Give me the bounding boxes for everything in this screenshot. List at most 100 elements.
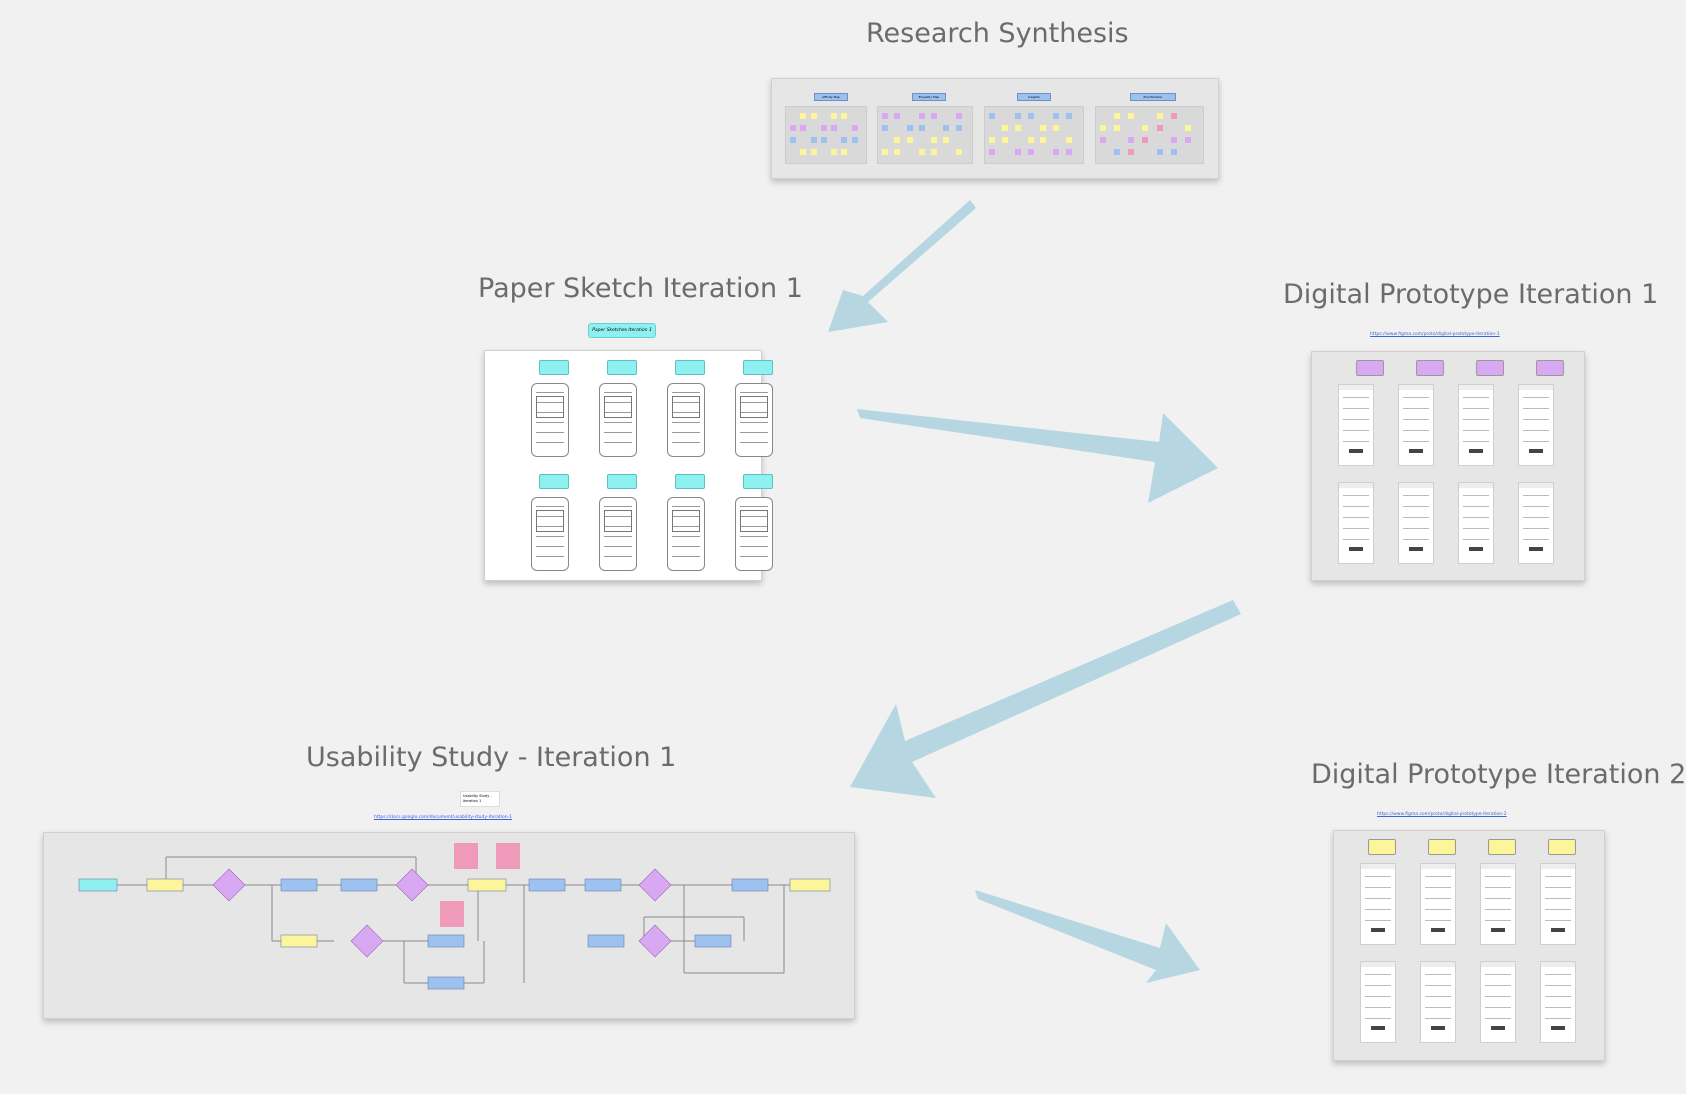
sticky-note [918,113,925,119]
sticky-note [1114,125,1121,131]
digital-prototype-1-title: Digital Prototype Iteration 1 [1283,279,1659,310]
digital-prototype-2-board[interactable] [1333,830,1605,1061]
sketch-note [607,474,637,489]
sticky-note [820,125,827,131]
research-board-4 [1095,106,1204,164]
user-flow-diagram [78,843,831,990]
research-board-label: Empathy Map [912,93,946,101]
usability-study-link[interactable]: https://docs.google.com/document/usabili… [374,815,513,820]
sticky-note [1114,149,1121,155]
sticky-note [906,125,913,131]
user-flow-board[interactable] [43,832,855,1019]
phone-sketch [531,497,569,571]
sticky-note [831,125,838,131]
sticky-note [1100,125,1106,131]
prototype-screen [1338,384,1374,466]
sticky-note [1014,125,1021,131]
sticky-note [989,137,995,143]
sticky-note [1128,113,1135,119]
flow-decision [395,868,429,902]
phone-sketch [599,497,637,571]
sticky-note [1184,125,1191,131]
research-board-label: Insights [1017,93,1051,101]
prototype-screen [1420,863,1456,945]
sticky-note [1053,125,1060,131]
sticky-note [810,137,817,143]
arrow-research-to-sketch [828,200,976,332]
flow-step [427,976,465,990]
sticky-note [831,149,838,155]
sticky-note [1128,137,1135,143]
flow-step [280,934,318,948]
flow-step [587,934,625,948]
flow-decision [350,924,384,958]
flow-step [146,878,184,892]
flow-step [78,878,118,892]
sticky-note [800,149,807,155]
sticky-note [800,125,807,131]
sticky-note [1014,113,1021,119]
sticky-note [943,125,950,131]
flow-decision [212,868,246,902]
flow-step [731,878,769,892]
prototype-1-link[interactable]: https://www.figma.com/proto/digital-prot… [1370,332,1500,337]
sticky-note [810,113,817,119]
sticky-note [989,149,995,155]
sketch-note [675,474,705,489]
prototype-2-link[interactable]: https://www.figma.com/proto/digital-prot… [1377,812,1507,817]
sticky-note [851,125,858,131]
research-board-label: Prioritization [1130,93,1176,101]
annotation-note [1536,360,1564,376]
sticky-note [1142,125,1149,131]
prototype-screen [1480,961,1516,1043]
phone-sketch [599,383,637,457]
sticky-note [841,137,848,143]
sticky-note [918,149,925,155]
sketch-note [743,360,773,375]
sticky-note [1170,137,1177,143]
research-board-1 [785,106,867,164]
usability-study-card[interactable]: Usability Study - Iteration 1 [460,791,500,807]
sticky-note [1001,125,1008,131]
sticky-note [894,149,901,155]
flow-step [340,878,378,892]
prototype-screen [1480,863,1516,945]
sticky-note [955,113,962,119]
sketch-note [743,474,773,489]
sticky-note [810,149,817,155]
sticky-note [1040,137,1047,143]
flow-step [280,878,318,892]
sticky-note [1066,137,1073,143]
sticky-note [931,113,938,119]
digital-prototype-2-title: Digital Prototype Iteration 2 [1311,759,1686,790]
prototype-screen [1360,961,1396,1043]
research-board-label: Affinity Map [814,93,848,101]
annotation-note [1476,360,1504,376]
annotation-note [1428,839,1456,855]
annotation-note [1416,360,1444,376]
arrow-sketch-to-prototype1 [857,409,1218,503]
sticky-note [931,137,938,143]
prototype-screen [1518,482,1554,564]
prototype-screen [1458,384,1494,466]
flow-decision [638,924,672,958]
sketch-note [539,360,569,375]
sticky-note [882,113,888,119]
prototype-screen [1458,482,1494,564]
flow-step [789,878,831,892]
annotation-note [1548,839,1576,855]
sticky-note [943,137,950,143]
arrow-prototype1-to-usability [850,600,1241,798]
sticky-note [918,125,925,131]
phone-sketch [667,383,705,457]
sticky-note [894,137,901,143]
sticky-note [1156,125,1163,131]
sticky-note [800,113,807,119]
digital-prototype-1-board[interactable] [1311,351,1585,581]
sticky-note [1027,149,1034,155]
paper-sketch-board[interactable] [484,350,773,581]
sticky-note [1184,137,1191,143]
sticky-note [1142,137,1149,143]
annotation-note [1356,360,1384,376]
research-synthesis-board[interactable]: Affinity Map Empathy Map Insights Prioritiz… [771,78,1219,179]
